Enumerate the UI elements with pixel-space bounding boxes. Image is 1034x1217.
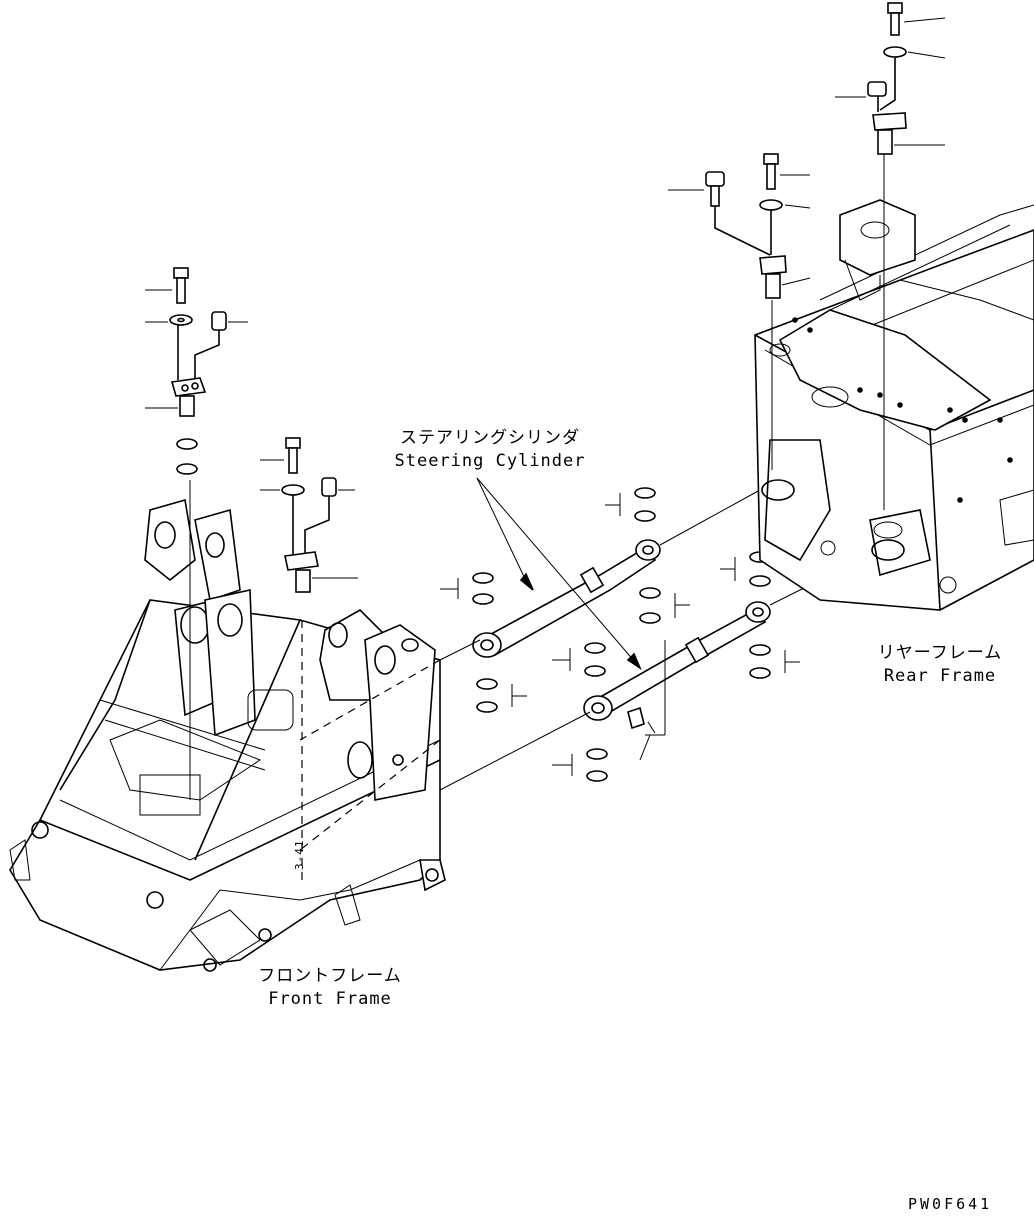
rear-frame-label-en: Rear Frame — [883, 666, 997, 686]
front-middle-pin-assembly — [260, 437, 358, 593]
front-frame-label-jp: フロントフレーム — [258, 966, 402, 986]
drawing-code: PW0F641 — [908, 1195, 993, 1213]
steering-cylinder-label-jp: ステアリングシリンダ — [400, 428, 580, 448]
rear-frame-drawing — [754, 150, 1034, 611]
front-frame-label-en: Front Frame — [268, 989, 392, 1009]
dashed-line-mark: 3-41 — [293, 839, 306, 871]
rear-middle-pin-assembly — [668, 153, 811, 299]
steering-cylinders-drawing — [439, 477, 871, 791]
shim-washer-groups — [440, 487, 800, 782]
front-frame-drawing — [9, 480, 446, 972]
front-left-pin-assembly — [145, 267, 248, 475]
rear-top-pin-assembly — [835, 2, 946, 155]
rear-frame-label-jp: リヤーフレーム — [877, 643, 1003, 663]
steering-cylinder-label-en: Steering Cylinder — [394, 451, 586, 471]
